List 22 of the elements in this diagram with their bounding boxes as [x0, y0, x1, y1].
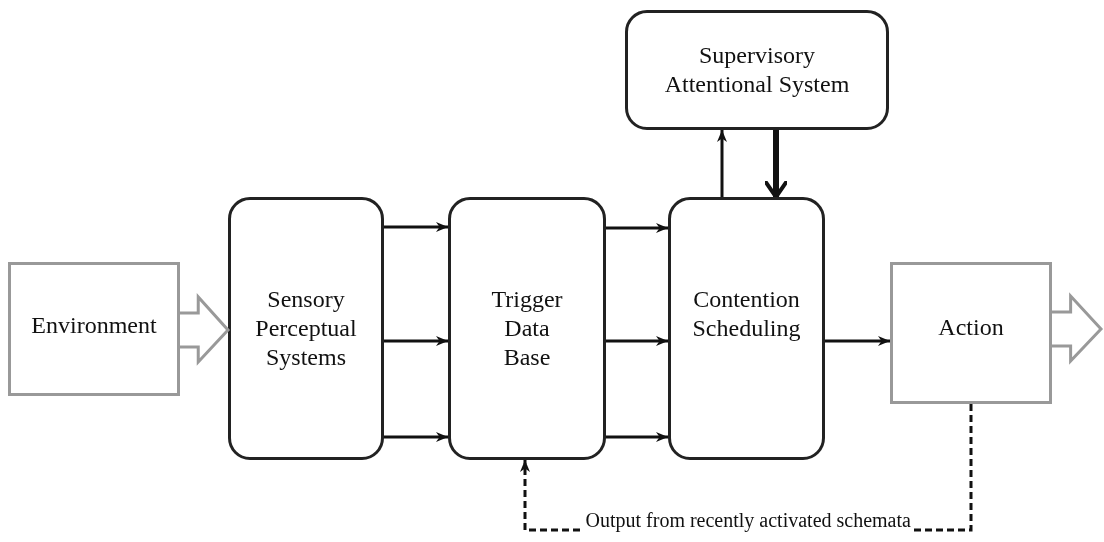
edge-label: Output from recently activated schemata — [582, 509, 914, 532]
arrow — [384, 222, 448, 232]
arrow — [763, 130, 789, 199]
process-box — [668, 197, 825, 460]
arrow — [384, 336, 448, 346]
node-label: Environment — [31, 310, 157, 340]
arrow — [606, 336, 668, 346]
arrow — [825, 336, 890, 346]
block-arrow — [178, 293, 231, 366]
process-box — [625, 10, 889, 130]
arrow — [717, 130, 727, 197]
node-label: Supervisory Attentional System — [663, 41, 851, 99]
process-box — [448, 197, 606, 460]
arrow — [384, 432, 448, 442]
block-arrow — [1050, 292, 1104, 365]
arrow — [606, 432, 668, 442]
process-box — [228, 197, 384, 460]
node-label: Sensory Perceptual Systems — [254, 285, 358, 372]
arrow — [606, 223, 668, 233]
node-label: Contention Scheduling — [691, 284, 802, 343]
node-label: Action — [938, 312, 1004, 342]
node-label: Trigger Data Base — [490, 285, 564, 372]
